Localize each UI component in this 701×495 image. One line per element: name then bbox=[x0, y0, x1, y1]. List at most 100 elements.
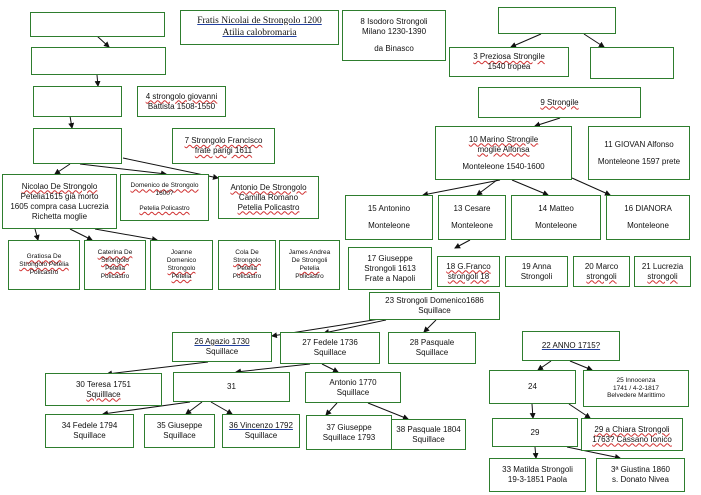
node-text-line: moglie Alfonsa bbox=[477, 144, 530, 154]
node-text-line: 23 Strongoli Domenico1686 bbox=[385, 296, 484, 305]
node-text-line: Strongoli 1613 bbox=[364, 263, 416, 273]
node-text-line: Squillace bbox=[73, 431, 106, 440]
edge bbox=[321, 363, 339, 373]
node-text-line: Antonio De Strongolo bbox=[230, 182, 307, 192]
node-text-line: da Binasco bbox=[374, 44, 414, 53]
node-31: 31 bbox=[173, 372, 290, 402]
node-text-line: Richetta moglie bbox=[31, 211, 88, 221]
node-text-line: Atilia calobromaria bbox=[222, 27, 297, 38]
node-text-line: Frate a Napoli bbox=[364, 273, 416, 283]
node-text-line: Petelia bbox=[171, 272, 192, 280]
node-text-line: Squillace bbox=[412, 434, 445, 444]
node-text-line: 29 bbox=[530, 427, 540, 437]
node-text-line: 33 Matilda Strongoli bbox=[502, 465, 573, 474]
node-text-line: 4 strongolo giovanni bbox=[145, 91, 218, 101]
node-text-line: 31 bbox=[227, 382, 236, 391]
node-24: 24 bbox=[489, 370, 576, 404]
node-text-line: James Andrea bbox=[288, 249, 331, 257]
edge bbox=[532, 446, 539, 459]
edge bbox=[534, 117, 561, 128]
node-text-line: Domenico bbox=[166, 257, 197, 265]
node-text-line: 3 Preziosa Strongile bbox=[473, 52, 545, 61]
node-text-line: 3ª Giustina 1860 bbox=[611, 465, 670, 474]
node-blank-row2-right bbox=[590, 47, 674, 79]
node-text-line: strongoli bbox=[647, 271, 678, 281]
node-text-line: 8 Isodoro Strongoli bbox=[360, 17, 428, 26]
edge bbox=[33, 228, 40, 241]
node-text-line: 25 Innocenza bbox=[616, 376, 656, 384]
node-text-line: Strongolo bbox=[101, 257, 129, 265]
node-text-line: Policastro bbox=[295, 272, 324, 280]
edge bbox=[583, 33, 605, 48]
edge bbox=[476, 179, 498, 196]
node-text-line: Petelia bbox=[105, 265, 125, 272]
node-text-line: 19 Anna bbox=[521, 261, 552, 271]
node-text-line: Policastro bbox=[29, 268, 59, 276]
node-text-line: 28 Pasquale bbox=[409, 338, 455, 347]
node-text-line: Strongolo bbox=[167, 265, 196, 272]
node-text-line: Monteleone 1540-1600 bbox=[462, 161, 545, 171]
edge bbox=[566, 446, 621, 460]
node-text-line: 1600? bbox=[155, 190, 174, 198]
edge bbox=[511, 179, 549, 196]
edge bbox=[79, 163, 167, 177]
node-text-line: Strongolo Petelia bbox=[19, 261, 69, 269]
node-9-strongile: 9 Strongile bbox=[478, 87, 641, 118]
node-text-line: 7 Strongolo Francisco bbox=[184, 136, 263, 145]
node-text-line: Squilllace bbox=[86, 389, 121, 399]
node-text-line: Policastro bbox=[232, 272, 262, 280]
node-text-line: 11 GIOVAN Alfonso bbox=[604, 139, 674, 149]
node-text-line: 36 Vincenzo 1792 bbox=[229, 421, 293, 430]
edge bbox=[569, 360, 593, 371]
node-text-line: Battista 1508-1550 bbox=[147, 101, 216, 111]
edge bbox=[102, 401, 191, 417]
node-text-line: s. Donato Nivea bbox=[612, 475, 669, 484]
node-blank-row4-left bbox=[33, 128, 122, 164]
edge bbox=[537, 360, 552, 371]
node-29: 29 bbox=[492, 418, 578, 447]
edge bbox=[96, 35, 110, 48]
node-text-line: Squillace bbox=[415, 348, 449, 357]
node-text-line: 22 ANNO 1715? bbox=[541, 341, 601, 350]
node-text-line: Antonio 1770 bbox=[329, 377, 377, 387]
node-text-line: Squillace bbox=[336, 387, 370, 397]
node-text-line: 34 Fedele 1794 bbox=[61, 421, 118, 430]
node-text-line: 18 G.Franco bbox=[446, 261, 491, 271]
edge bbox=[325, 402, 338, 416]
node-text-line: 16 DIANORA bbox=[624, 204, 672, 213]
node-text-line: Joanne bbox=[170, 249, 193, 257]
node-text-line: Petelia bbox=[299, 265, 320, 272]
node-blank-top-left bbox=[30, 12, 165, 37]
node-22-anno: 22 ANNO 1715? bbox=[522, 331, 620, 361]
node-text-line: 24 bbox=[528, 382, 537, 391]
node-blank-row2-left bbox=[31, 47, 166, 75]
node-text-line: 26 Agazio 1730 bbox=[194, 337, 250, 346]
node-text-line: 37 Giuseppe bbox=[326, 422, 372, 432]
node-text-line: 38 Pasquale 1804 bbox=[396, 424, 461, 434]
node-text-line: 1763? Cassano Ionico bbox=[592, 434, 672, 444]
node-text-line: Fratis Nicolai de Strongolo 1200 bbox=[197, 15, 322, 26]
node-text-line: Petelia Policastro bbox=[139, 204, 190, 212]
node-text-line: Monteleone bbox=[535, 221, 577, 230]
